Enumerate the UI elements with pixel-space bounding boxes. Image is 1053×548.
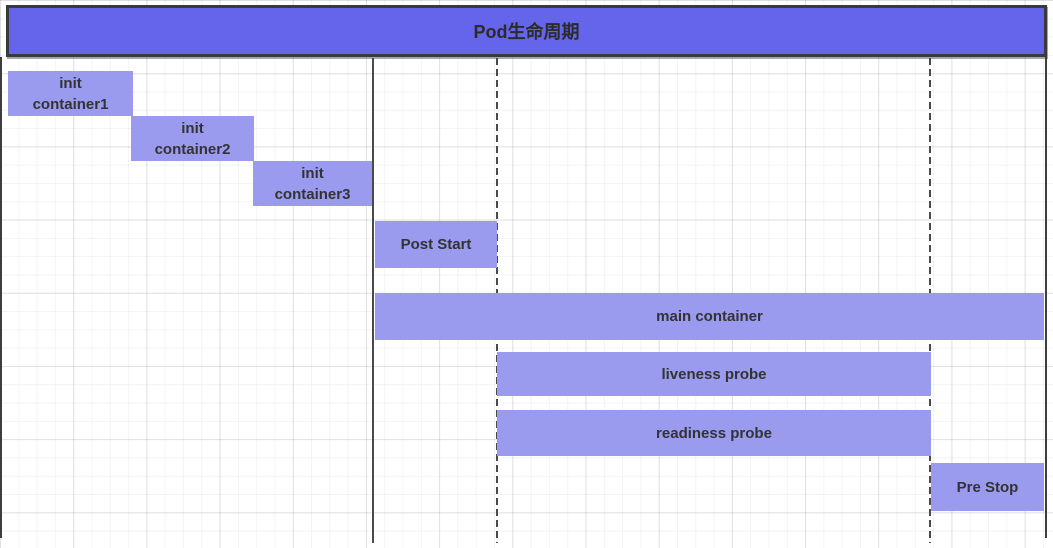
bar-init-container3-label: init container3 <box>274 164 351 203</box>
bar-post-start-label: Post Start <box>400 236 472 253</box>
diagram-title: Pod生命周期 <box>473 22 580 42</box>
bar-liveness-probe: liveness probe <box>497 352 931 396</box>
bar-init-container1: init container1 <box>8 71 133 116</box>
bar-post-start: Post Start <box>375 221 497 268</box>
bar-init-container2: init container2 <box>131 116 254 161</box>
bar-pre-stop-label: Pre Stop <box>956 478 1019 496</box>
bar-init-container1-label: init container1 <box>32 74 109 113</box>
diagram-title-bar: Pod生命周期 <box>6 5 1047 57</box>
bar-readiness-probe-label: readiness probe <box>656 424 772 442</box>
bar-main-container-label: main container <box>656 308 763 325</box>
bar-main-container: main container <box>375 293 1044 340</box>
bar-pre-stop: Pre Stop <box>931 463 1044 511</box>
frame-left-border <box>0 57 2 538</box>
phase-divider-solid <box>372 58 374 543</box>
frame-right-border <box>1045 57 1047 538</box>
bar-liveness-probe-label: liveness probe <box>661 365 767 383</box>
bar-readiness-probe: readiness probe <box>497 410 931 456</box>
bar-init-container3: init container3 <box>253 161 372 206</box>
bar-init-container2-label: init container2 <box>154 119 231 158</box>
